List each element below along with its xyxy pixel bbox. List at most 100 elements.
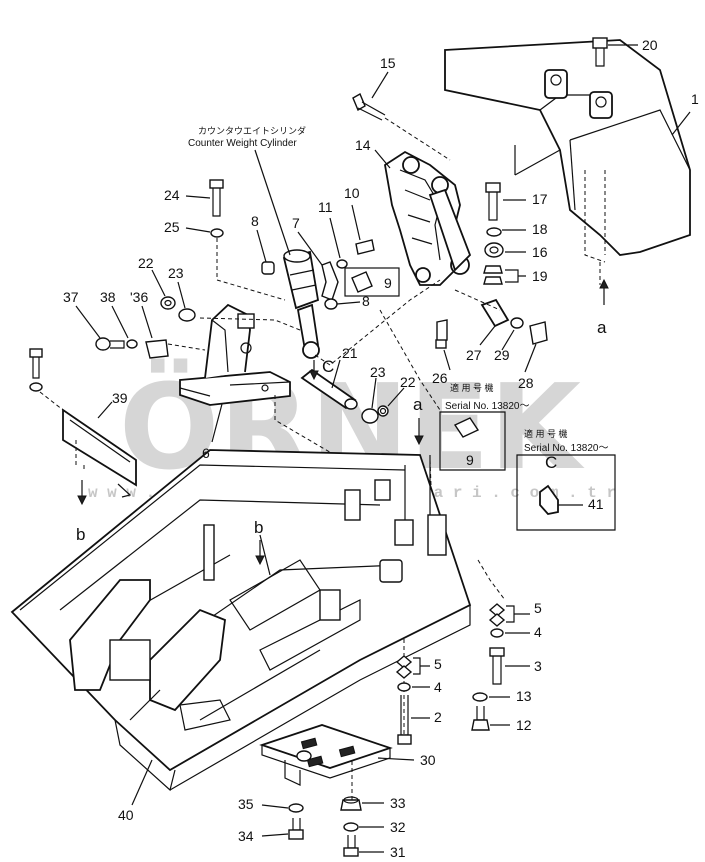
- arrow-b-left: b: [76, 480, 87, 544]
- caption-english: Counter Weight Cylinder: [188, 138, 297, 149]
- part-number-14: 14: [355, 137, 371, 153]
- label-4-upper: 4: [505, 624, 542, 640]
- cover-39: [62, 408, 137, 498]
- washer-32: [343, 822, 359, 832]
- part-number-4-upper: 4: [534, 624, 542, 640]
- label-22-right: 22: [387, 374, 416, 407]
- part-number-22-right: 22: [400, 374, 416, 390]
- bolt-34: [288, 818, 304, 840]
- part-number-26: 26: [432, 370, 448, 386]
- part-number-1: 1: [691, 91, 699, 107]
- part-number-36: '36: [130, 289, 148, 305]
- label-31: 31: [359, 844, 406, 860]
- arrow-a-center: a: [413, 395, 424, 446]
- label-37: 37: [63, 289, 101, 339]
- label-6: 6: [202, 403, 223, 461]
- label-14: 14: [355, 137, 391, 169]
- washer-4-upper: [490, 628, 504, 638]
- washer-13: [472, 692, 488, 702]
- label-29: 29: [494, 329, 515, 363]
- bracket-7: [321, 261, 339, 301]
- part-number-17: 17: [532, 191, 548, 207]
- arrow-a-right: a: [597, 278, 609, 337]
- bushing-16: [484, 242, 504, 258]
- part-number-10: 10: [344, 185, 360, 201]
- washer-4-lower: [397, 682, 411, 692]
- serial-box-c: 適 用 号 機 Serial No. 13820～ 41: [516, 428, 616, 531]
- part-number-16: 16: [532, 244, 548, 260]
- label-5-upper: 5: [506, 600, 542, 623]
- part-number-5-lower: 5: [434, 656, 442, 672]
- bushing-23-left: [178, 308, 196, 322]
- label-12: 12: [490, 717, 532, 733]
- label-27: 27: [466, 325, 496, 363]
- label-7: 7: [292, 215, 323, 266]
- letter-c-box: C: [545, 453, 557, 472]
- part-number-19: 19: [532, 268, 548, 284]
- pin-26: [435, 319, 448, 349]
- spacer-8-right: [324, 298, 338, 310]
- part-number-4-lower: 4: [434, 679, 442, 695]
- part-number-2: 2: [434, 709, 442, 725]
- label-39: 39: [97, 390, 128, 419]
- label-26: 26: [432, 349, 451, 386]
- serial-box-c-jp: 適 用 号 機: [524, 428, 568, 439]
- label-25: 25: [164, 219, 211, 235]
- bolt-17: [485, 182, 501, 221]
- label-9: 9: [384, 275, 392, 291]
- label-34: 34: [238, 828, 289, 844]
- pin-21: [300, 368, 358, 410]
- part-number-21: 21: [342, 345, 358, 361]
- nuts-19: [483, 265, 503, 285]
- label-8-right: 8: [336, 293, 370, 309]
- letter-b-left: b: [76, 525, 85, 544]
- part-number-33: 33: [390, 795, 406, 811]
- link-14: [384, 150, 472, 286]
- label-2: 2: [411, 709, 442, 725]
- letter-a-right: a: [597, 318, 607, 337]
- part-number-31: 31: [390, 844, 406, 860]
- part-number-11: 11: [318, 199, 333, 215]
- serial-box-c-part: 41: [588, 496, 604, 512]
- caption-japanese: カウンタウエイトシリンダ: [198, 125, 306, 136]
- part-number-24: 24: [164, 187, 180, 203]
- part-number-25: 25: [164, 219, 180, 235]
- label-40: 40: [118, 759, 153, 823]
- shims-5-upper: [488, 603, 506, 627]
- part-number-23-right: 23: [370, 364, 386, 380]
- main-frame: [10, 449, 472, 792]
- serial-box-main-jp: 適 用 号 機: [450, 382, 494, 393]
- part-number-27: 27: [466, 347, 482, 363]
- label-4-lower: 4: [412, 679, 442, 695]
- label-28: 28: [518, 343, 537, 391]
- cylinder-caption: カウンタウエイトシリンダ Counter Weight Cylinder: [188, 125, 306, 256]
- label-24: 24: [164, 187, 211, 203]
- bracket-6: [179, 303, 291, 406]
- bolt-24: [209, 179, 224, 217]
- part-number-32: 32: [390, 819, 406, 835]
- collar-22-right: [377, 405, 389, 417]
- label-11: 11: [318, 199, 341, 259]
- serial-box-main-serial: Serial No. 13820～: [445, 401, 530, 412]
- part-number-34: 34: [238, 828, 254, 844]
- bushing-23-right: [361, 408, 379, 424]
- washer-38: [126, 339, 138, 349]
- bolt-15: [352, 92, 451, 161]
- bolt-2: [397, 695, 412, 745]
- label-5-lower: 5: [413, 656, 442, 675]
- part-9-box: [344, 267, 400, 297]
- part-number-9: 9: [384, 275, 392, 291]
- part-number-40: 40: [118, 807, 134, 823]
- part-number-29: 29: [494, 347, 510, 363]
- bolt-left: [29, 348, 43, 392]
- label-18: 18: [502, 221, 548, 237]
- label-8-top: 8: [251, 213, 267, 263]
- label-38: 38: [100, 289, 129, 339]
- part-number-20: 20: [642, 37, 658, 53]
- washer-29: [510, 317, 524, 329]
- bolt-31: [343, 835, 359, 857]
- label-21: 21: [331, 345, 358, 389]
- washer-35: [288, 803, 304, 813]
- part-number-7: 7: [292, 215, 300, 231]
- label-13: 13: [489, 688, 532, 704]
